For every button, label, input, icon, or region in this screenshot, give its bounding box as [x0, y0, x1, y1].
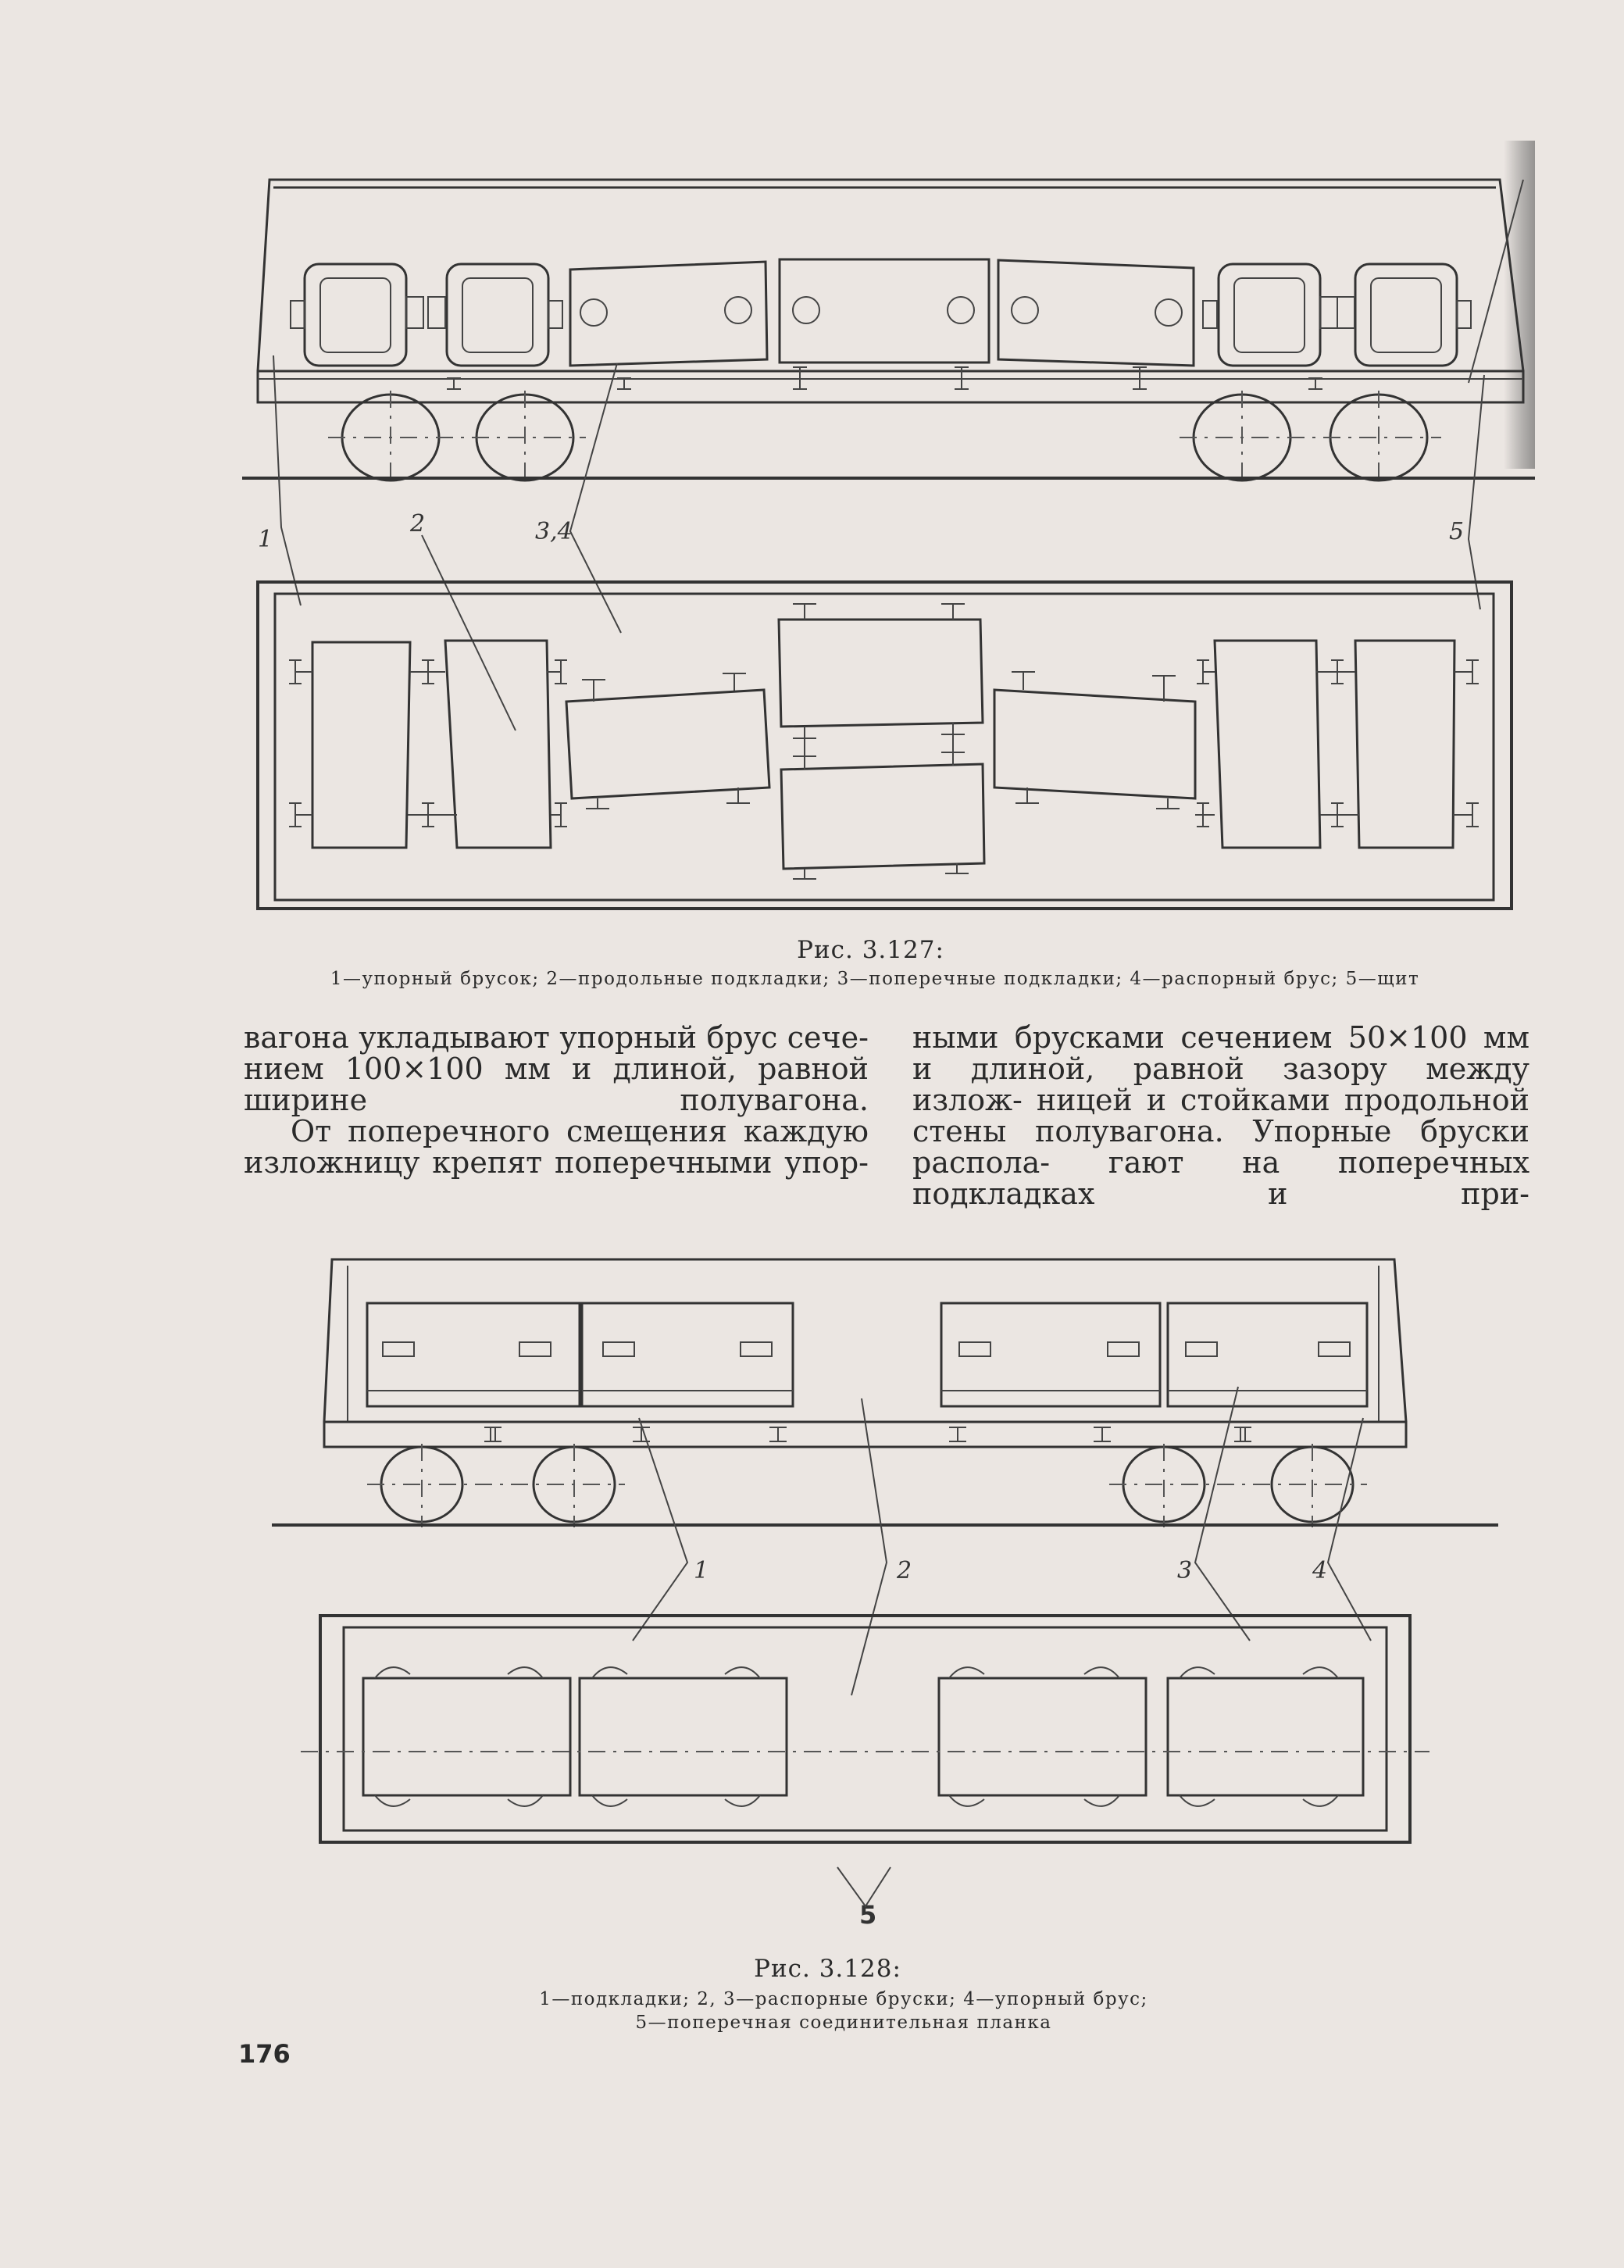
wagon-plan-view-127 [256, 580, 1513, 910]
label-127-1: 1 [258, 526, 273, 553]
figure-3-128-drawing: 1 2 3 4 5 [272, 1258, 1498, 1930]
wagon-side-view-127 [242, 178, 1535, 484]
lying-ingot-1 [569, 260, 769, 367]
label-128-1: 1 [694, 1557, 708, 1584]
wagon-side-view-128 [272, 1258, 1498, 1527]
lying-ingot-2 [778, 258, 990, 364]
figure-127-caption: 1—упорный брусок; 2—продольные подкладки… [330, 969, 1420, 989]
wagon-plan-view-128 [301, 1614, 1429, 1844]
label-128-5: 5 [859, 1900, 876, 1930]
figure-3-127-drawing: 1 2 3,4 5 [242, 178, 1535, 910]
paragraph-left-1: вагона укладывают упорный брус сече- ние… [244, 1020, 869, 1117]
ingot-3 [1202, 263, 1338, 367]
ingot-2 [427, 263, 563, 367]
figure-128-labels: 1 2 3 4 5 [632, 1386, 1372, 1930]
ingot-1 [290, 263, 424, 367]
lying-ingot-3 [997, 259, 1195, 367]
text-column-right: ными брусками сечением 50×100 мм и длино… [912, 1022, 1529, 1209]
label-127-34: 3,4 [535, 518, 573, 545]
label-127-2: 2 [409, 510, 425, 538]
label-127-5: 5 [1449, 518, 1464, 545]
page-number: 176 [238, 2039, 291, 2069]
label-128-4: 4 [1312, 1557, 1327, 1584]
figure-127-labels: 1 2 3,4 5 [258, 355, 1485, 731]
figure-128-title: Рис. 3.128: [754, 1955, 901, 1983]
paragraph-left-2: От поперечного смещения каждую изложницу… [244, 1114, 869, 1180]
figure-128-caption-line1: 1—подкладки; 2, 3—распорные бруски; 4—уп… [539, 1989, 1148, 2009]
figure-128-caption-line2: 5—поперечная соединительная планка [635, 2013, 1052, 2033]
figure-127-title: Рис. 3.127: [797, 936, 944, 964]
ingot-4 [1337, 263, 1472, 367]
stop-blocks-127 [289, 603, 1479, 880]
label-128-3: 3 [1177, 1557, 1192, 1584]
wheels-127 [328, 391, 1441, 484]
label-128-2: 2 [896, 1557, 912, 1584]
text-column-left: вагона укладывают упорный брус сече- ние… [244, 1022, 869, 1178]
paragraph-right-1: ными брусками сечением 50×100 мм и длино… [912, 1020, 1529, 1211]
